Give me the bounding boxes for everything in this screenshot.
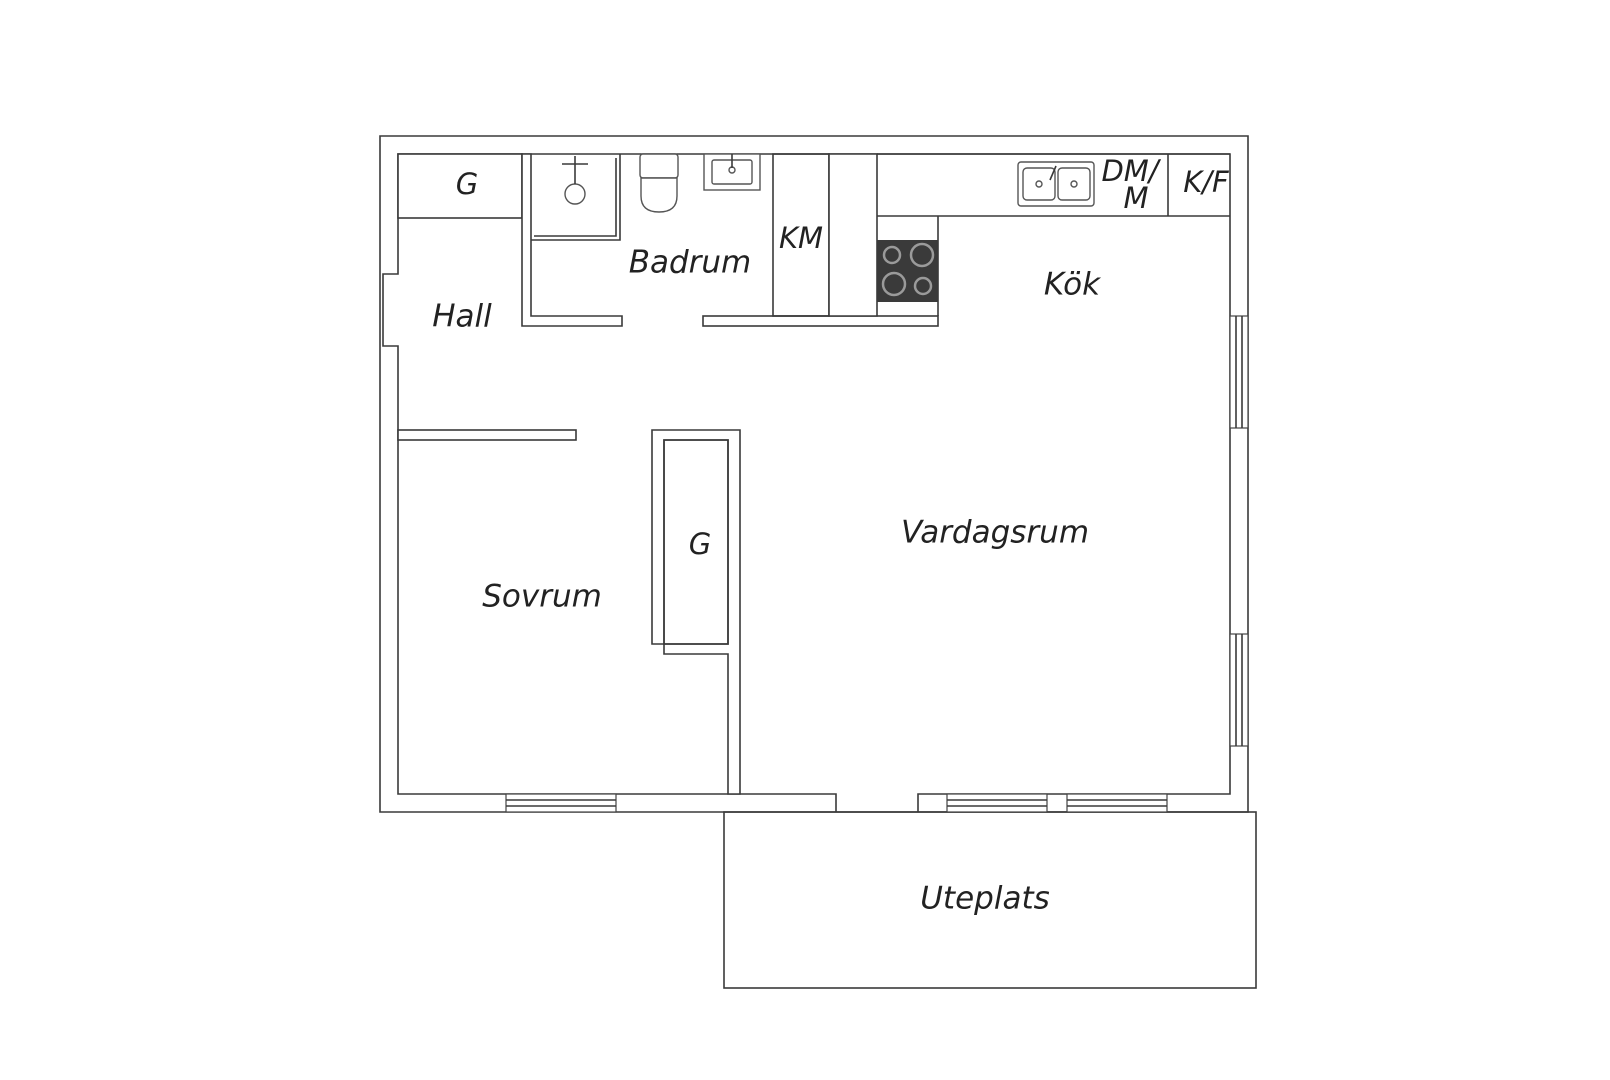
label-bedroom: Sovrum xyxy=(482,579,602,615)
label-living-room: Vardagsrum xyxy=(901,515,1089,551)
kitchen-sink-icon xyxy=(1017,161,1095,207)
window-living-2 xyxy=(1066,793,1168,813)
label-wardrobe: G xyxy=(689,527,711,561)
interior-walls xyxy=(397,153,1230,795)
shower xyxy=(531,154,621,241)
label-dishwasher-line1: DM/ xyxy=(1101,154,1161,188)
window-living-1 xyxy=(946,793,1048,813)
label-washing-machine: KM xyxy=(779,221,823,255)
window-east-2 xyxy=(1229,633,1249,747)
window-east-1 xyxy=(1229,315,1249,429)
label-kitchen: Kök xyxy=(1044,267,1101,303)
toilet-icon xyxy=(639,153,679,213)
label-fridge-freezer: K/F xyxy=(1183,165,1230,199)
windows xyxy=(505,315,1249,813)
sink-icon xyxy=(703,153,761,191)
stove-icon xyxy=(877,240,938,302)
window-bedroom xyxy=(505,793,617,813)
label-bathroom: Badrum xyxy=(629,245,752,281)
label-hall: Hall xyxy=(432,299,492,335)
label-dishwasher-line2: M xyxy=(1123,181,1148,215)
label-patio: Uteplats xyxy=(920,881,1050,917)
label-closet-hall: G xyxy=(456,167,478,201)
